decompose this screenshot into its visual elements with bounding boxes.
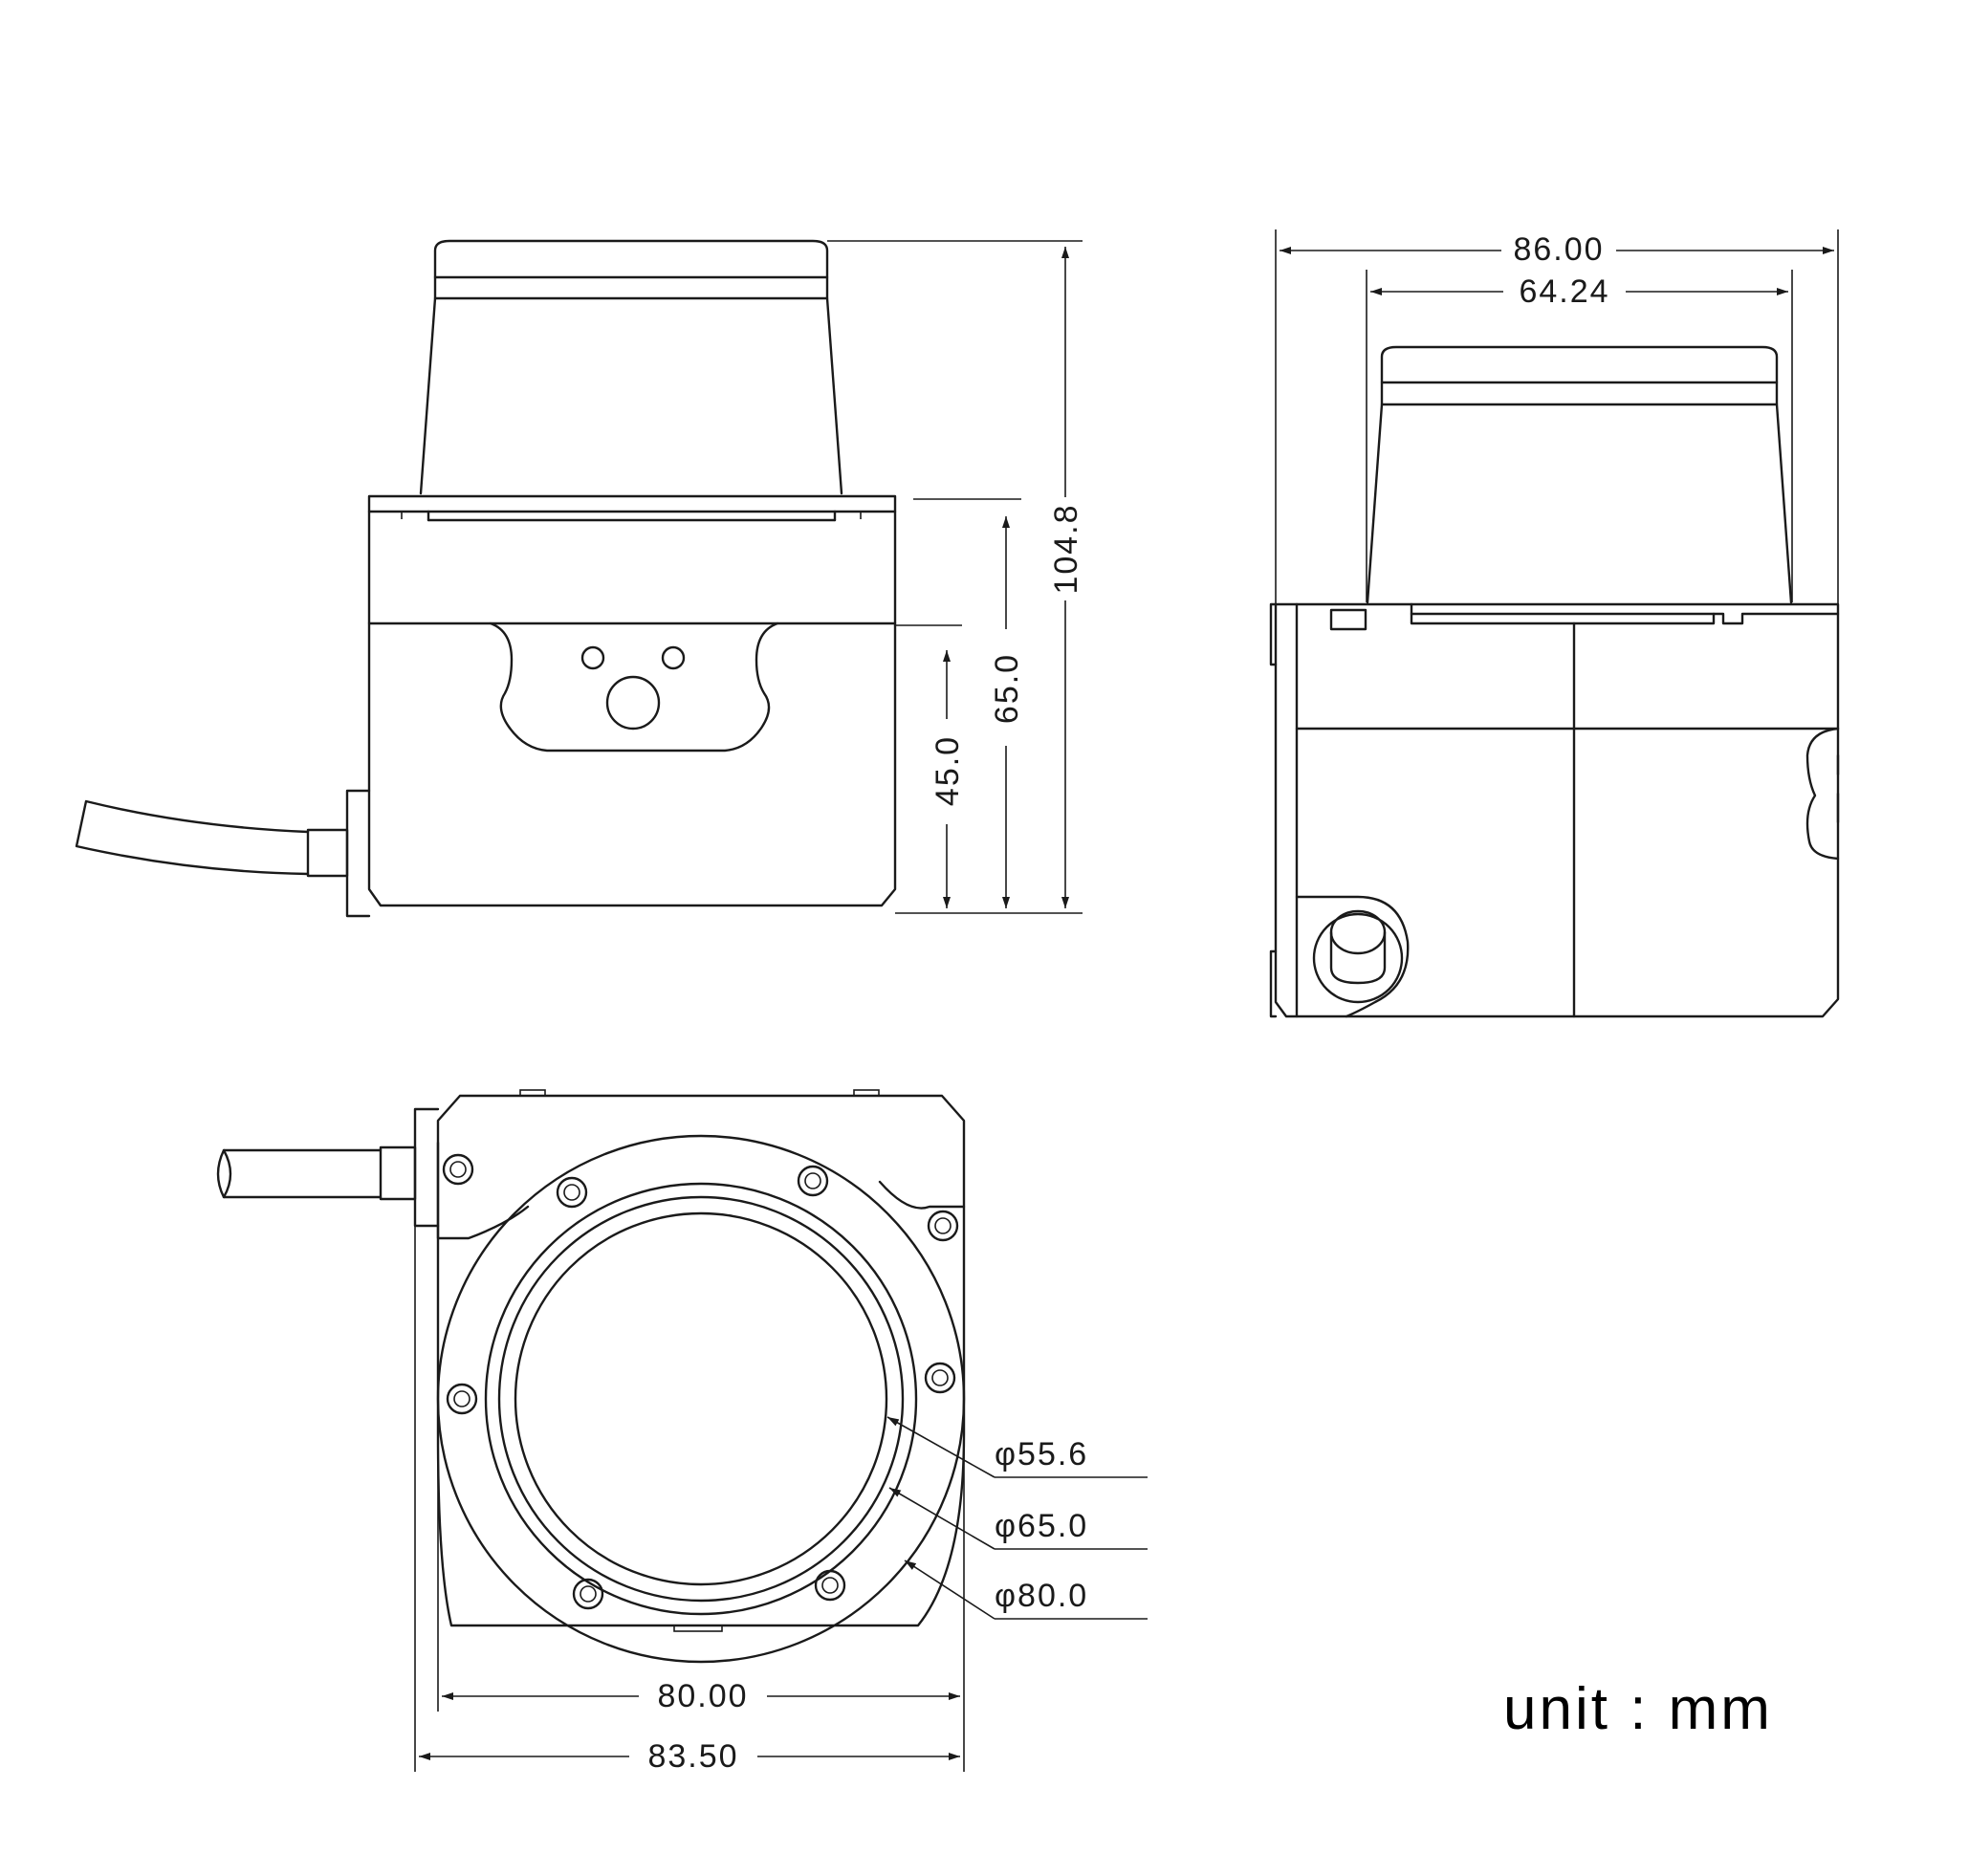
side-view: 86.00 64.24 [1269, 229, 1840, 1018]
callout-phi-80-0: φ80.0 [995, 1578, 1088, 1614]
dim-45-0: 45.0 [930, 650, 966, 908]
dim-104-8: 104.8 [1048, 247, 1084, 908]
bottom-rings [436, 1134, 966, 1664]
bottom-body [216, 1089, 966, 1632]
dim-total-height: 104.8 [1048, 503, 1084, 594]
dim-lower-height: 45.0 [930, 735, 966, 806]
bottom-view: φ55.6 φ65.0 φ80.0 80.00 83.50 [216, 1089, 1148, 1775]
dim-outer-width: 83.50 [647, 1738, 738, 1775]
dim-64-24: 64.24 [1370, 273, 1788, 310]
front-view: 104.8 65.0 45.0 [75, 239, 1084, 918]
dim-83-50: 83.50 [419, 1738, 960, 1775]
front-body [75, 494, 897, 918]
callout-phi-55-6: φ55.6 [995, 1436, 1088, 1472]
dim-inner-width: 80.00 [657, 1678, 748, 1714]
dim-65-0: 65.0 [989, 516, 1025, 908]
side-scanner-head [1366, 345, 1793, 604]
dim-body-height: 65.0 [989, 653, 1025, 724]
bottom-callouts: φ55.6 φ65.0 φ80.0 [886, 1416, 1148, 1620]
unit-label: unit : mm [1503, 1676, 1773, 1742]
dim-86-00: 86.00 [1280, 231, 1834, 268]
dim-head-width: 64.24 [1519, 273, 1609, 310]
side-body [1269, 602, 1840, 1018]
front-scanner-head [419, 239, 843, 495]
bottom-screws [446, 1165, 956, 1610]
dim-80-00: 80.00 [442, 1678, 960, 1714]
dim-body-width: 86.00 [1513, 231, 1604, 268]
callout-phi-65-0: φ65.0 [995, 1508, 1088, 1544]
